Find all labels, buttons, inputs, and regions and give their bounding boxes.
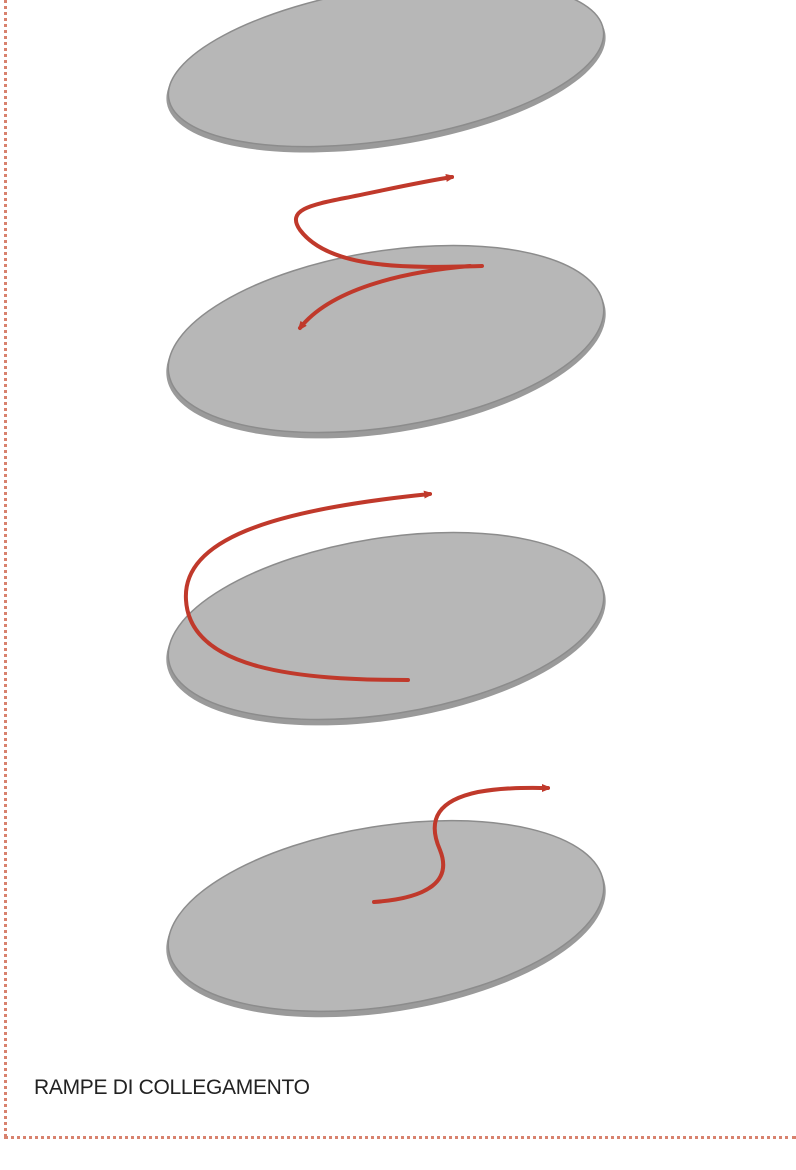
disc-2 <box>153 218 620 467</box>
diagram-caption: RAMPE DI COLLEGAMENTO <box>34 1076 310 1100</box>
disc-1 <box>155 0 618 180</box>
disc-4 <box>152 793 619 1046</box>
